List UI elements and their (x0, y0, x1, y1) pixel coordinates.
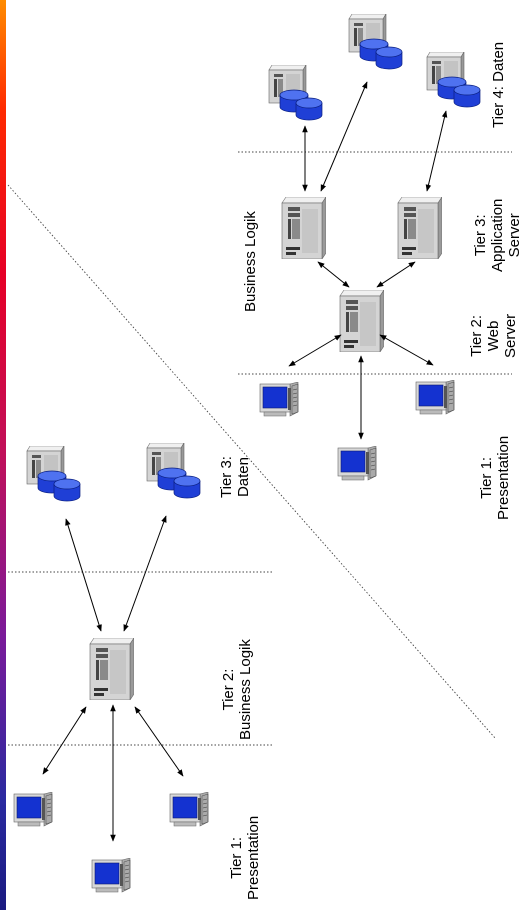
three-tier-diagram (8, 443, 272, 893)
tier-name: Presentation (495, 435, 512, 520)
diagonal-separator (7, 184, 496, 739)
tier-number: Tier 2: (468, 314, 485, 357)
connection-arrow (320, 81, 368, 192)
connection-arrow (425, 110, 448, 192)
tier-name: Daten (235, 457, 252, 498)
server-tower-icon (397, 197, 442, 259)
tier-number: Tier 1: (478, 456, 495, 499)
connection-arrow (317, 261, 350, 288)
desktop-computer-icon (337, 446, 377, 481)
server-tower-icon (89, 638, 134, 700)
desktop-computer-icon (169, 792, 209, 827)
desktop-computer-icon (13, 792, 53, 827)
tier-name: Business Logik (237, 639, 254, 740)
connection-arrow (134, 706, 184, 777)
four-tier-tier3-label: Tier 3: Application Server (472, 199, 523, 272)
connection-arrow (42, 706, 87, 775)
tier-number: Tier 3: (218, 456, 235, 498)
tier-name: Application (489, 198, 506, 272)
four-tier-tier4-label: Tier 4: Daten (490, 42, 507, 128)
business-logic-label: Business Logik (242, 211, 259, 312)
connection-arrow (65, 518, 102, 632)
desktop-computer-icon (91, 858, 131, 893)
database-server-icon (146, 443, 201, 499)
four-tier-diagram (238, 14, 512, 481)
connection-arrow (376, 261, 416, 288)
server-tower-icon (281, 197, 326, 259)
tier-name: Presentation (245, 815, 262, 900)
database-server-icon (26, 446, 81, 502)
three-tier-tier3-label: Tier 3: Daten (218, 456, 252, 498)
connection-arrow (123, 515, 167, 632)
database-server-icon (268, 65, 323, 121)
tier-number: Tier 2: (220, 668, 237, 711)
four-tier-tier2-label: Tier 2: Web Server (468, 314, 519, 358)
tier-number: Tier 4: Daten (490, 41, 507, 128)
four-tier-tier1-label: Tier 1: Presentation (478, 436, 512, 520)
tier-number: Tier 3: (472, 214, 489, 257)
three-tier-tier2-label: Tier 2: Business Logik (220, 639, 254, 740)
database-server-icon (348, 14, 403, 70)
three-tier-tier1-label: Tier 1: Presentation (228, 816, 262, 900)
gradient-bar (0, 0, 6, 910)
connection-arrow (288, 334, 342, 367)
server-tower-icon (339, 290, 384, 352)
database-server-icon (426, 52, 481, 108)
business-logic-text: Business Logik (242, 211, 259, 312)
desktop-computer-icon (415, 380, 455, 415)
desktop-computer-icon (259, 382, 299, 417)
tier-number: Tier 1: (228, 836, 245, 879)
tier-name: Web (485, 320, 502, 352)
tier-name: Server (502, 313, 519, 358)
connection-arrow (379, 334, 434, 366)
tier-name: Server (506, 213, 523, 258)
